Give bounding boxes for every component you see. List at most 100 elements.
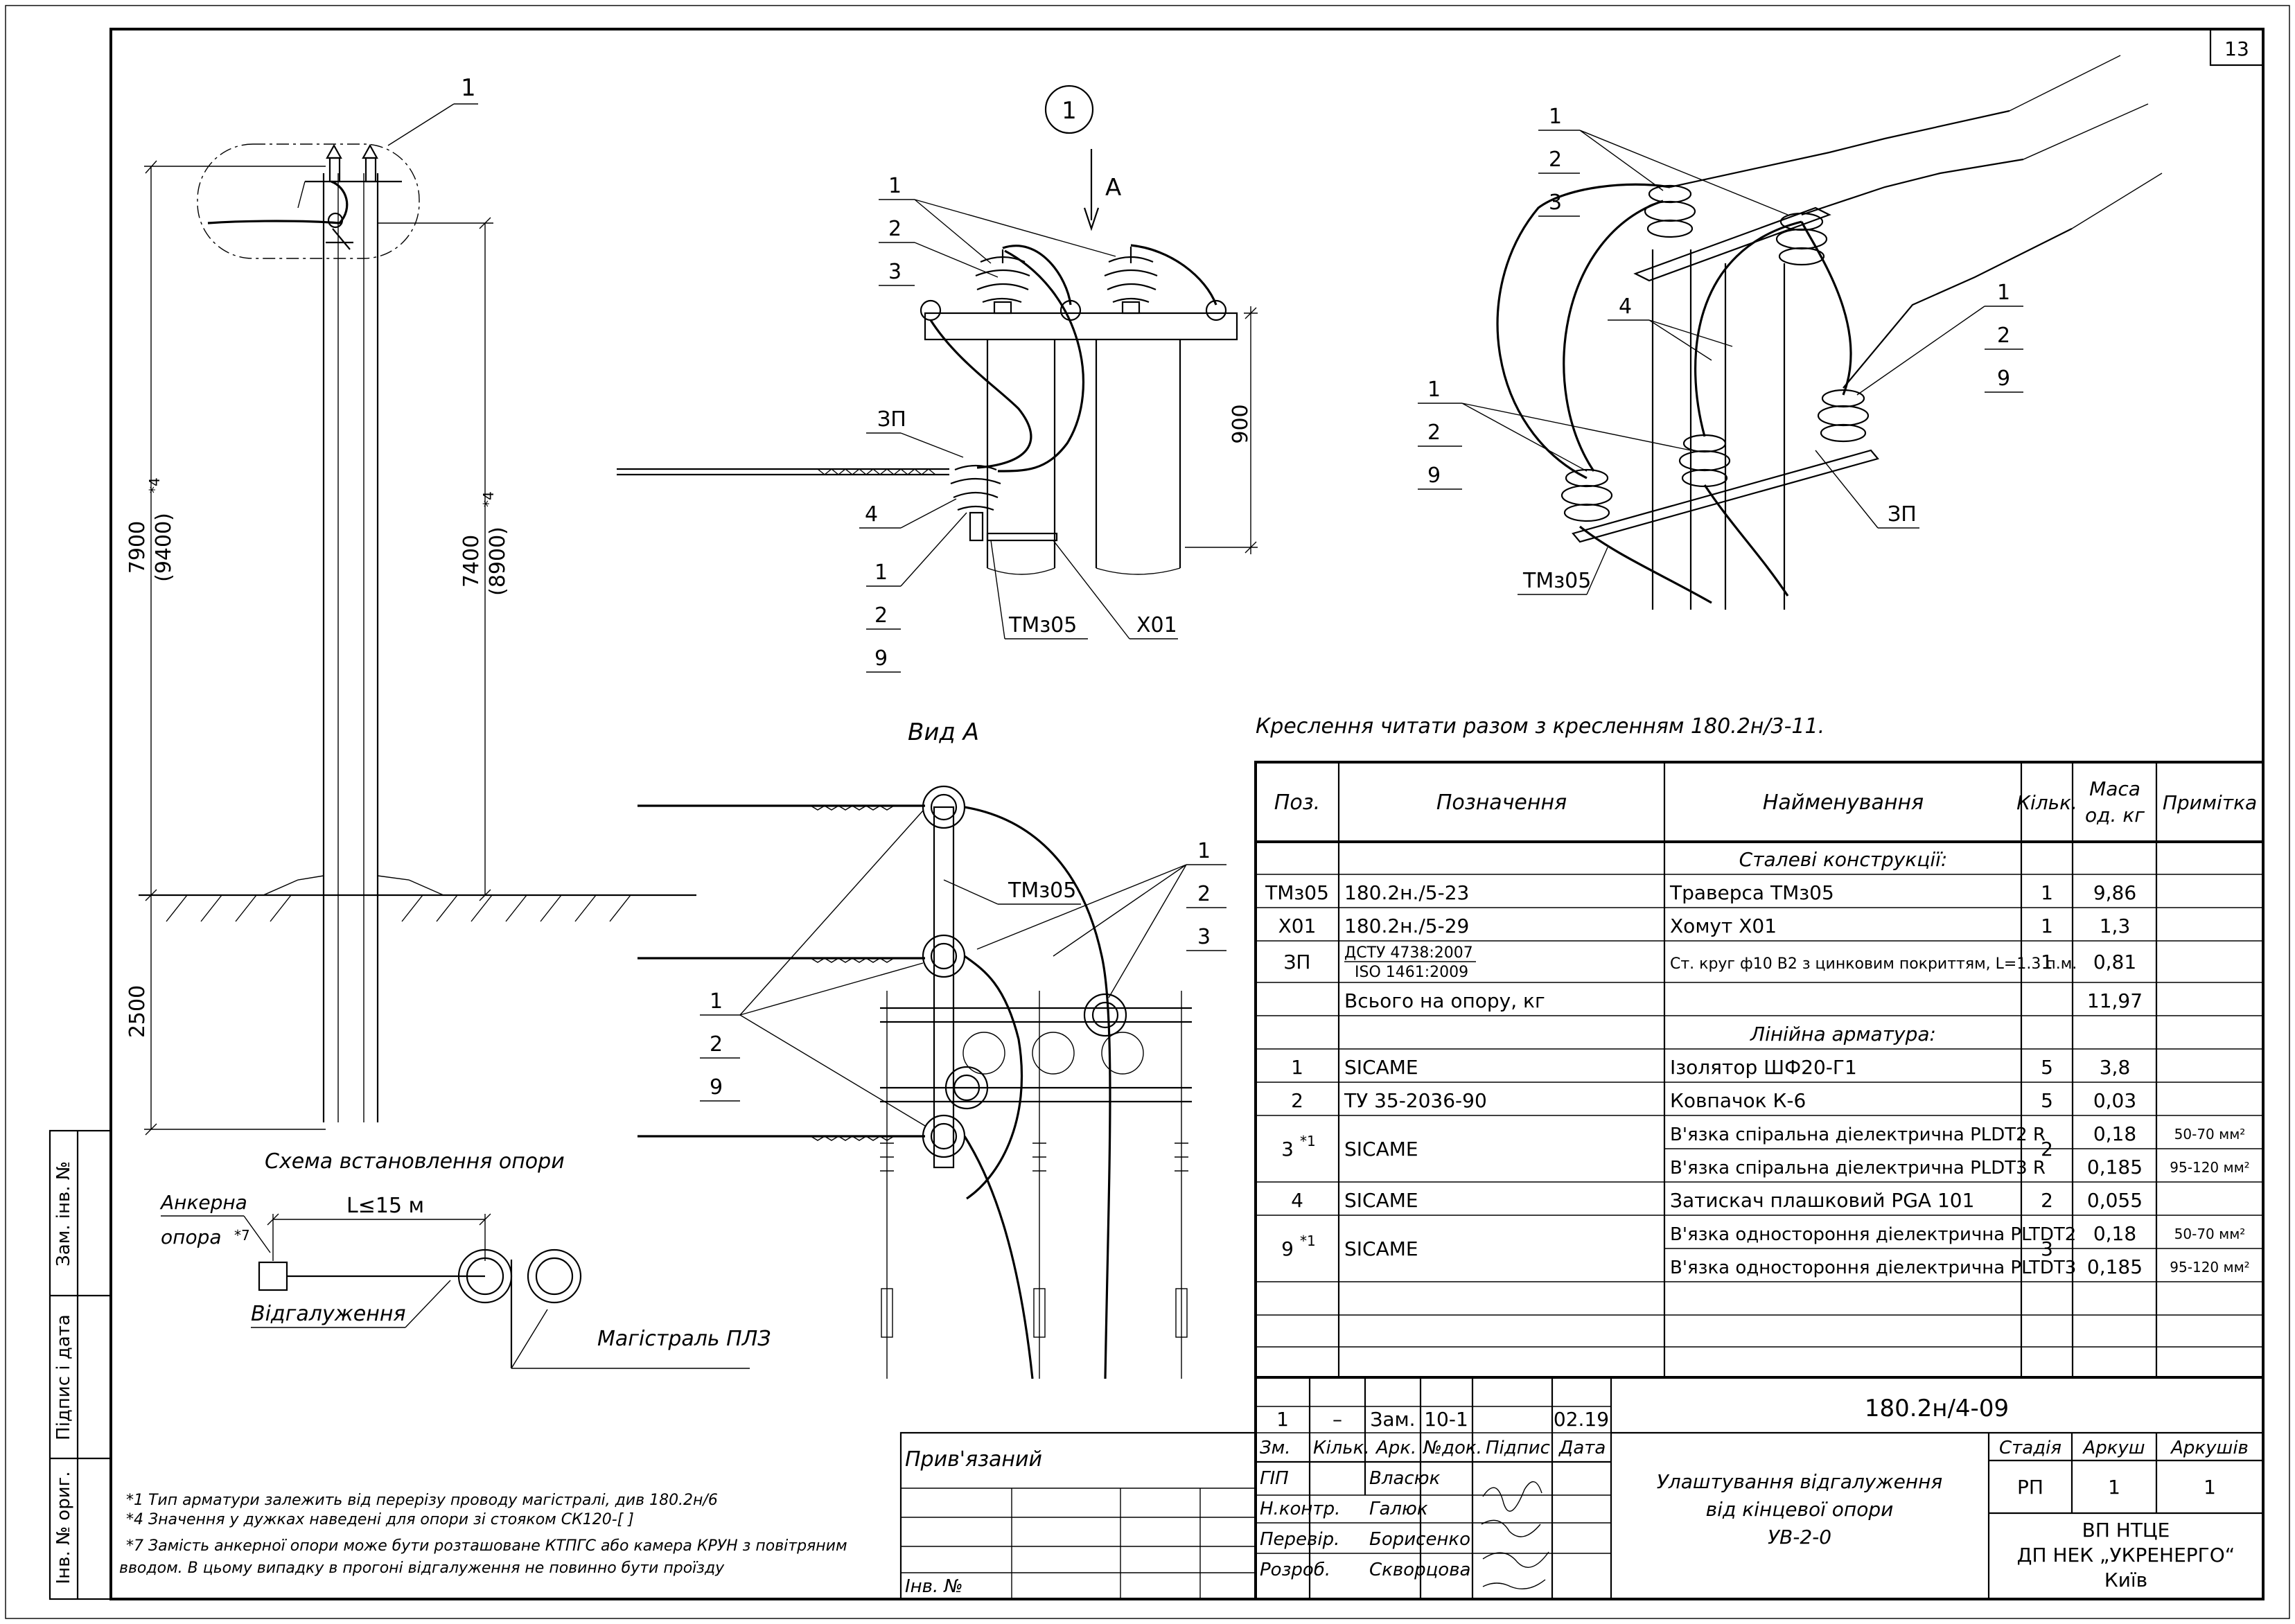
row-zp-designation-2: ISO 1461:2009 (1355, 964, 1468, 981)
view-arrow-a: А (1105, 174, 1121, 202)
row-tmz-name: Траверса ТМз05 (1669, 881, 1834, 904)
d1-label-1b: 1 (874, 561, 888, 585)
row-3b-mass: 0,185 (2087, 1156, 2143, 1179)
detail-1: 1 А (617, 85, 1258, 673)
signatures (1481, 1481, 1549, 1589)
specification-table: Поз. Позначення Найменування Кільк. Маса… (1254, 761, 2265, 1379)
sheet-label: Аркуш (2082, 1438, 2145, 1458)
row-tmz-designation: 180.2н./5-23 (1344, 881, 1469, 904)
role-rozrob: Розроб. (1260, 1560, 1330, 1580)
th-designation: Позначення (1436, 791, 1567, 815)
row-3-qty: 2 (2041, 1138, 2053, 1160)
row-2-designation: ТУ 35-2036-90 (1344, 1089, 1487, 1112)
page-number: 13 (2224, 37, 2249, 60)
row-zp-designation-1: ДСТУ 4738:2007 (1344, 944, 1473, 962)
footnotes: *1 Тип арматури залежить від перерізу пр… (119, 1492, 847, 1577)
d1-label-2: 2 (888, 217, 902, 241)
name-ncontr: Галюк (1369, 1499, 1428, 1519)
row-1-designation: SICAME (1344, 1056, 1418, 1079)
view-a-label-3a: 3 (1197, 925, 1211, 949)
insulator-top-left (975, 249, 1030, 315)
sheet-value: 1 (2108, 1476, 2120, 1499)
row-9b-note: 95-120 мм² (2170, 1259, 2249, 1276)
footnote-7-line2: вводом. В цьому випадку в прогоні відгал… (119, 1560, 725, 1577)
dim-9400: (9400) (152, 513, 176, 582)
th-mass-1: Маса (2089, 777, 2140, 800)
name-rozrob: Скворцова (1369, 1560, 1470, 1580)
drawing-code: 180.2н/4-09 (1865, 1395, 2009, 1422)
view-a-label-9b: 9 (710, 1075, 723, 1100)
dim-900: 900 (1229, 404, 1253, 443)
row-9a-mass: 0,18 (2093, 1222, 2136, 1245)
rev-qty: – (1333, 1408, 1342, 1431)
th-name: Найменування (1763, 791, 1924, 815)
row-3-designation: SICAME (1344, 1138, 1418, 1160)
org-line-3: Київ (2104, 1569, 2147, 1591)
dim-9400-note: *4 (146, 477, 163, 493)
distance-label: L≤15 м (346, 1194, 424, 1218)
row-zp-qty: 1 (2041, 951, 2053, 973)
col-ark: Арк. (1375, 1438, 1416, 1458)
name-gip: Власюк (1369, 1468, 1441, 1489)
row-2-name: Ковпачок К-6 (1670, 1089, 1806, 1112)
d1-label-2b: 2 (874, 603, 888, 628)
iso-label-zp: ЗП (1888, 502, 1917, 527)
col-qty: Кільк. (1313, 1438, 1370, 1458)
row-x01-qty: 1 (2041, 915, 2053, 937)
th-pos: Поз. (1274, 791, 1320, 815)
iso-label-2c: 2 (1427, 421, 1441, 445)
anchor-label-line1: Анкерна (159, 1191, 247, 1214)
d1-label-x01: Х01 (1136, 613, 1177, 637)
main-line-label: Магістраль ПЛЗ (597, 1327, 771, 1351)
view-a: Вид А ТМз05 1 2 (638, 718, 1226, 1379)
branch-label: Відгалуження (251, 1302, 406, 1326)
view-a-label-2b: 2 (710, 1032, 723, 1057)
iso-label-4: 4 (1619, 294, 1632, 319)
detail-1-circle (1044, 85, 1094, 134)
role-gip: ГІП (1260, 1468, 1289, 1489)
row-4-pos: 4 (1291, 1189, 1303, 1212)
row-9b-name: В'язка одностороння діелектрична PLTDT3 (1670, 1257, 2076, 1278)
row-3b-note: 95-120 мм² (2170, 1159, 2249, 1176)
row-x01-pos: Х01 (1278, 915, 1317, 937)
insulator-top-right (1104, 247, 1158, 315)
col-date: Дата (1558, 1438, 1606, 1458)
row-4-qty: 2 (2041, 1189, 2053, 1212)
role-ncontr: Н.контр. (1260, 1499, 1340, 1519)
row-x01-mass: 1,3 (2100, 915, 2131, 937)
row-2-pos: 2 (1291, 1089, 1303, 1112)
row-4-mass: 0,055 (2087, 1189, 2143, 1212)
role-perevir: Перевір. (1260, 1529, 1339, 1550)
crossarm-tmz05 (924, 312, 1238, 341)
bound-label: Прив'язаний (905, 1447, 1042, 1472)
view-a-crossarm (933, 806, 955, 1169)
dim-7900: 7900 (125, 521, 150, 574)
iso-label-tmz05: ТМз05 (1522, 569, 1591, 593)
iso-label-2a: 2 (1549, 148, 1562, 172)
view-a-label-1a: 1 (1197, 839, 1211, 863)
footnote-7-line1: *7 Замість анкерної опори може бути розт… (126, 1537, 847, 1555)
org-line-2: ДП НЕК „УКРЕНЕРГО“ (2017, 1544, 2235, 1566)
install-scheme-title: Схема встановлення опори (265, 1149, 565, 1174)
row-3a-mass: 0,18 (2093, 1122, 2136, 1145)
col-ndoc: №док. (1422, 1438, 1482, 1458)
row-tmz-pos: ТМз05 (1265, 881, 1329, 904)
name-perevir: Борисенко (1369, 1529, 1470, 1550)
anchor-note: *7 (234, 1227, 250, 1244)
total-mass: 11,97 (2087, 989, 2143, 1012)
rev-change: 1 (1276, 1408, 1289, 1431)
sheets-value: 1 (2204, 1476, 2216, 1499)
page-number-box (2209, 28, 2265, 67)
d1-label-1: 1 (888, 174, 902, 198)
iso-label-9c: 9 (1427, 464, 1441, 488)
view-a-label-1b: 1 (710, 989, 723, 1014)
row-9-pos-note: *1 (1300, 1233, 1316, 1249)
d1-label-4: 4 (865, 502, 878, 527)
rev-doc-type: Зам. (1370, 1408, 1415, 1431)
row-1-name: Ізолятор ШФ20-Г1 (1670, 1056, 1857, 1079)
rev-doc: 10-1 (1424, 1408, 1468, 1431)
rev-date: 02.19 (1554, 1408, 1609, 1431)
pole-scheme: 1 7900 (9400) *4 2500 7400 (8900) *4 (125, 74, 696, 1136)
col-sign: Підпис (1486, 1438, 1550, 1458)
row-zp-mass: 0,81 (2093, 951, 2136, 973)
